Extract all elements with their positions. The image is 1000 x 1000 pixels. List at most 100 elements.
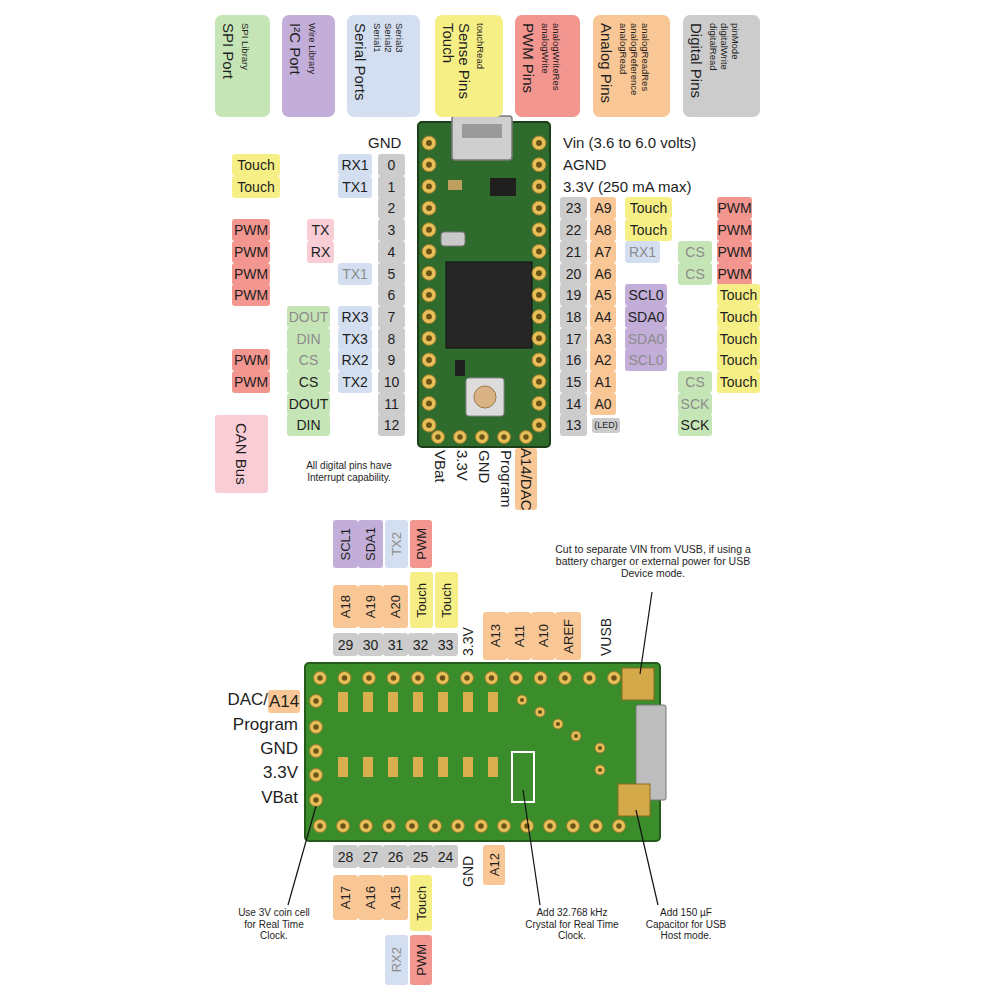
- pin-label: PWM: [410, 935, 432, 985]
- pad-hole: [536, 379, 542, 385]
- pin-label: RX: [307, 241, 334, 263]
- pad-hole: [536, 270, 542, 276]
- smd-pad: [463, 757, 473, 777]
- pin-name: 26: [388, 850, 404, 864]
- smd-pad: [413, 757, 423, 777]
- note-text: Cut to separate VIN from VUSB, if using …: [553, 543, 753, 593]
- pin-name: TX1: [342, 267, 368, 281]
- pad-hole: [536, 400, 542, 406]
- solder-pad: [360, 820, 373, 833]
- pin-name: 33: [438, 638, 454, 652]
- crystal-outline: [512, 752, 534, 802]
- pin-label: 24: [433, 845, 458, 868]
- pin-label: A20: [383, 585, 408, 628]
- pad-hole: [313, 748, 318, 753]
- pin-name: A0: [594, 397, 611, 411]
- pin-name: A14: [269, 693, 299, 710]
- pin-name: CS: [299, 353, 318, 367]
- pin-label: SCL0: [625, 349, 667, 371]
- pin-name: PWM: [234, 267, 268, 281]
- pin-label: 30: [358, 633, 383, 656]
- pin-label: (LED): [592, 418, 620, 433]
- pin-text: 3.3V: [196, 763, 298, 786]
- pin-name: Touch: [720, 310, 757, 324]
- pin-label: Touch: [717, 284, 760, 306]
- pin-name: A10: [537, 624, 550, 647]
- solder-pad: [532, 353, 546, 367]
- pin-name: 13: [566, 418, 582, 432]
- pin-name: A3: [594, 332, 611, 346]
- legend-title: Serial Ports: [352, 23, 368, 109]
- pin-name: A7: [594, 245, 611, 259]
- legend-function: SPI Library: [239, 23, 250, 109]
- pad-hole: [342, 675, 347, 680]
- pad-hole: [536, 335, 542, 341]
- pin-label: RX1: [338, 154, 372, 176]
- pad-hole: [616, 823, 621, 828]
- pad-hole: [313, 698, 318, 703]
- legend-function: analogReadRes: [639, 23, 650, 109]
- solder-pad: [452, 820, 465, 833]
- pin-name: 15: [566, 375, 582, 389]
- pad-hole: [426, 422, 432, 428]
- pin-label: A5: [590, 284, 616, 306]
- pin-label: SCK: [678, 414, 712, 436]
- pin-name: 4: [388, 245, 396, 259]
- solder-pad: [553, 719, 563, 729]
- pad-hole: [536, 227, 542, 233]
- solder-pad: [383, 820, 396, 833]
- solder-pad: [412, 672, 425, 685]
- solder-pad: [517, 695, 527, 705]
- pad-hole: [313, 772, 318, 777]
- pin-label: SDA1: [358, 520, 383, 568]
- mcu-chip: [446, 262, 532, 348]
- pad-hole: [501, 434, 506, 439]
- solder-pad: [532, 375, 546, 389]
- pin-label: CAN Bus: [215, 415, 268, 493]
- solder-pad: [422, 179, 436, 193]
- pin-name: PWM: [717, 223, 751, 237]
- pin-label: 29: [333, 633, 358, 656]
- solder-pad: [532, 266, 546, 280]
- pin-text: 3.3V: [451, 450, 471, 512]
- pad-hole: [574, 734, 578, 738]
- pad-hole: [426, 314, 432, 320]
- pin-label: 15: [560, 371, 587, 393]
- solder-pad: [532, 158, 546, 172]
- solder-pad: [422, 375, 436, 389]
- solder-pad: [567, 820, 580, 833]
- pad-hole: [426, 162, 432, 168]
- pin-name: A1: [594, 375, 611, 389]
- smd-pad: [463, 692, 473, 712]
- solder-pad: [406, 820, 419, 833]
- pin-label: Touch: [232, 176, 280, 198]
- solder-pad: [337, 820, 350, 833]
- pad-hole: [426, 335, 432, 341]
- pad-hole: [426, 357, 432, 363]
- pin-label: 7: [378, 306, 405, 328]
- solder-pad: [608, 672, 621, 685]
- pin-label: CS: [287, 371, 330, 393]
- pad-hole: [523, 434, 528, 439]
- pin-label: Touch: [435, 572, 458, 628]
- legend-function: digitalRead: [707, 23, 718, 109]
- solder-pad: [532, 223, 546, 237]
- legend-function: Serial1: [371, 23, 382, 109]
- pin-label: A17: [333, 875, 358, 920]
- solder-pad: [429, 820, 442, 833]
- pin-name: A5: [594, 288, 611, 302]
- pad-hole: [317, 675, 322, 680]
- pin-label: A2: [590, 349, 616, 371]
- vusb-cut-pad: [622, 668, 654, 700]
- solder-pad: [559, 672, 572, 685]
- legend-title: I²C Port: [287, 23, 303, 109]
- legend-function: Serial2: [382, 23, 393, 109]
- pin-text: VUSB: [598, 604, 620, 656]
- legend-box: PWM PinsanalogWriteanalogWriteRes: [515, 15, 580, 117]
- pin-name: A8: [594, 223, 611, 237]
- solder-pad: [510, 672, 523, 685]
- pin-label: TX3: [338, 328, 372, 350]
- pin-name: SCL1: [339, 528, 352, 561]
- pin-label: PWM: [232, 241, 270, 263]
- pin-name: RX: [311, 245, 330, 259]
